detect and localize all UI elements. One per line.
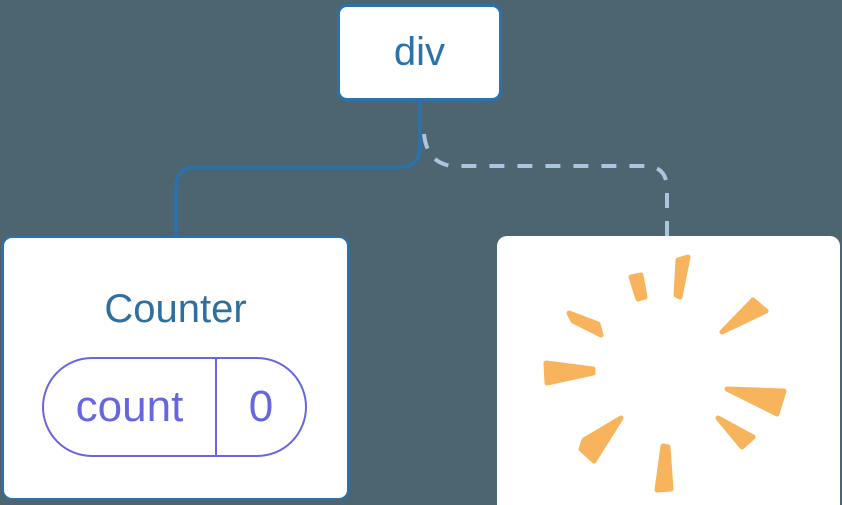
root-node-label: div [393,30,446,74]
state-key-label: count [75,382,184,431]
root-node-div: div [337,4,502,101]
solid-connector-line [174,99,422,240]
counter-component-card: Counter count 0 [2,236,349,500]
removed-component-card [497,236,840,505]
dashed-connector-line [422,133,669,239]
pill-divider [215,359,217,455]
poof-burst-icon [543,254,787,493]
state-value-label: 0 [248,382,274,431]
counter-title: Counter [104,287,247,331]
state-pill: count 0 [42,357,307,457]
